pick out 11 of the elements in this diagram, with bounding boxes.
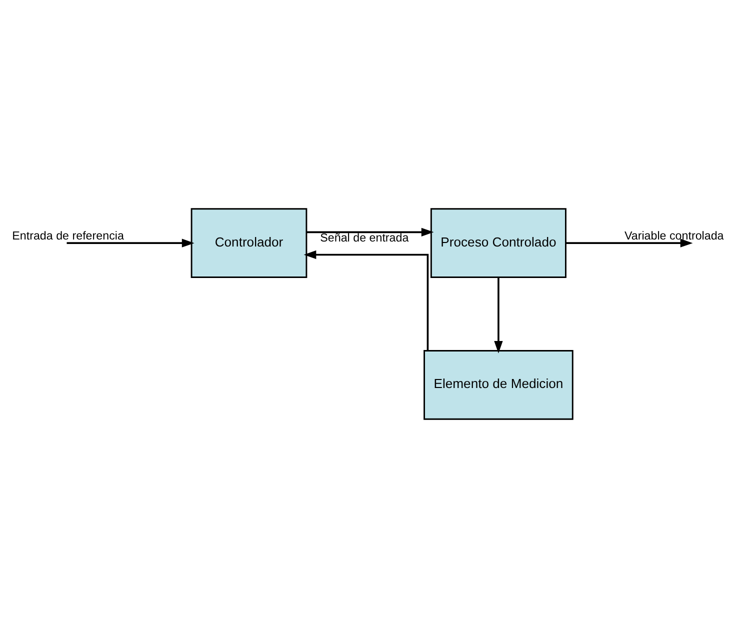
arrow <box>494 277 503 354</box>
edge-label: Variable controlada <box>624 229 724 242</box>
arrow <box>304 250 429 351</box>
node-box: Controlador <box>190 208 308 278</box>
arrow <box>566 238 693 248</box>
edge-label: Entrada de referencia <box>12 229 124 242</box>
edge-label: Señal de entrada <box>320 231 409 244</box>
node-box: Elemento de Medicion <box>424 350 574 420</box>
node-box: Proceso Controlado <box>430 208 566 278</box>
arrow <box>306 228 434 237</box>
arrow <box>66 238 194 248</box>
